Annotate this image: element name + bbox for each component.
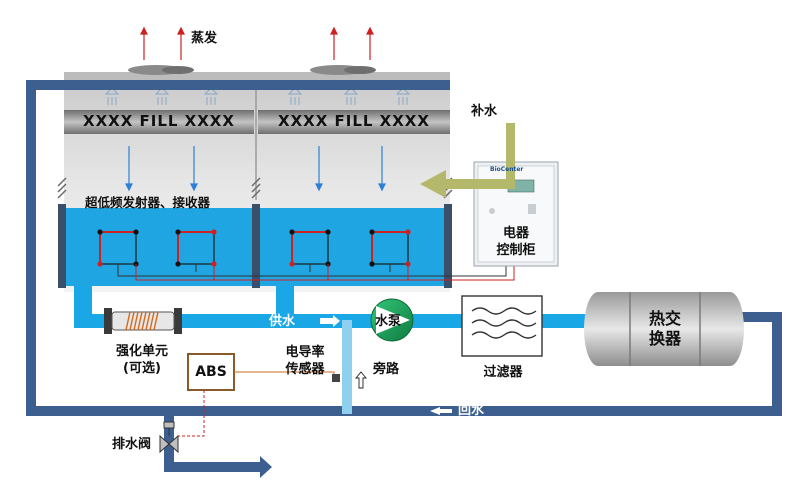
ulf-unit-dots (97, 229, 411, 267)
fan-left-icon (128, 65, 194, 75)
fill-band-right (258, 110, 450, 134)
ulf-emitter-label: 超低频发射器、接收器 (85, 195, 211, 210)
drain-valve-icon (159, 421, 179, 454)
basin-left (64, 208, 256, 286)
filter-label: 过滤器 (483, 365, 523, 380)
drain-drop-pipe (164, 410, 174, 468)
tower-inlet-pipe (26, 80, 450, 90)
right-riser-pipe (772, 312, 782, 416)
enhancer-unit (104, 308, 182, 334)
makeup-water-label: 补水 (471, 104, 498, 119)
basin-drop-right (276, 286, 294, 316)
abs-label: ABS (195, 364, 227, 380)
panel-brand-label: BioCenter (490, 166, 524, 173)
cooling-tower (57, 26, 515, 292)
cabinet-switch-icon (528, 204, 536, 214)
heat-exchanger-label-2: 换器 (648, 329, 681, 348)
pump-label: 水泵 (375, 314, 402, 329)
return-water-label: 回水 (458, 403, 485, 418)
fill-band-left (64, 110, 254, 134)
fan-right-icon (310, 65, 376, 75)
fill-label-left: XXXX FILL XXXX (83, 112, 235, 130)
hx-right-end (716, 292, 744, 366)
post-right (444, 204, 452, 288)
left-riser-pipe (26, 80, 36, 416)
heat-exchanger-label-1: 热交 (648, 309, 681, 328)
conductivity-label-2: 传感器 (285, 362, 325, 377)
drain-valve-label: 排水阀 (112, 437, 152, 452)
drain-outlet-arrow (260, 456, 272, 478)
hx-body (598, 292, 730, 366)
drain-outlet-pipe (164, 462, 264, 472)
cabinet-knob-icon (489, 208, 495, 214)
basin-right (258, 208, 450, 286)
spray-nozzles (104, 87, 411, 105)
enhancer-label-1: 强化单元 (115, 344, 168, 359)
supply-flow-arrow (320, 315, 340, 327)
hx-left-end (584, 292, 612, 366)
filter-icon (461, 295, 543, 357)
basin-drop-left (74, 286, 92, 316)
bypass-label: 旁路 (373, 362, 400, 377)
conductivity-sensor-icon (332, 374, 340, 382)
evaporation-arrows (140, 26, 374, 60)
ulf-signal-wires (117, 264, 515, 281)
return-flow-arrow (430, 407, 452, 415)
post-left (58, 204, 66, 288)
control-cabinet-label-1: 电器 (502, 226, 529, 241)
hx-outlet-pipe (728, 312, 782, 322)
post-mid (252, 204, 260, 288)
heat-exchanger (584, 292, 744, 366)
return-pipe-loop (26, 80, 782, 478)
supply-water-label: 供水 (269, 314, 296, 329)
evaporation-label: 蒸发 (191, 31, 218, 46)
bypass-up-arrow (355, 371, 367, 389)
control-cabinet-label-2: 控制柜 (496, 243, 536, 258)
falling-water-arrows (125, 146, 386, 192)
fill-label-right: XXXX FILL XXXX (278, 112, 430, 130)
control-cabinet (473, 161, 559, 267)
conductivity-label-1: 电导率 (285, 345, 325, 360)
bypass-pipe (342, 320, 352, 414)
return-pipe (26, 406, 782, 416)
fan-deck (64, 72, 450, 82)
makeup-water-arrow (420, 123, 515, 198)
pump-icon (370, 298, 414, 342)
enhancer-label-2: (可选) (123, 361, 161, 376)
